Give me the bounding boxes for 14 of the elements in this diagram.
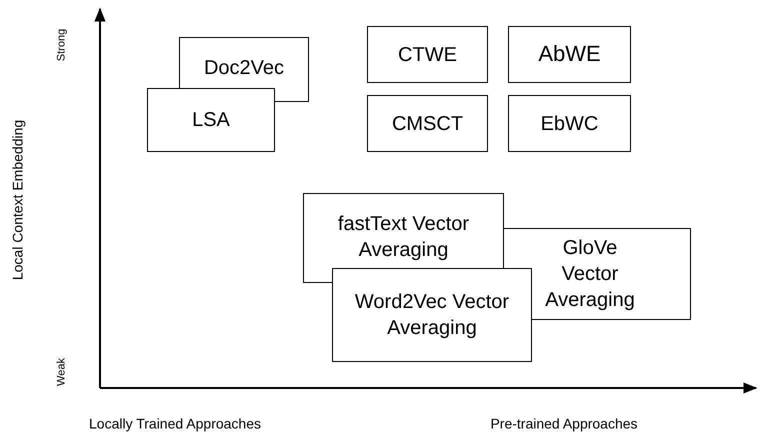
axis-title: Locally Trained Approaches [89, 416, 261, 432]
axis-title: Pre-trained Approaches [490, 416, 638, 432]
method-box: AbWE [508, 26, 631, 83]
axis-end-label: Weak [55, 358, 68, 386]
method-box: CTWE [367, 26, 488, 83]
method-box: GloVe Vector Averaging [532, 228, 691, 320]
axis-title: Local Context Embedding [10, 120, 26, 280]
method-box: Doc2Vec [179, 37, 309, 88]
axis-end-label: Strong [55, 28, 68, 62]
method-box: CMSCT [367, 95, 488, 152]
method-box: LSA [147, 88, 275, 152]
method-box: EbWC [508, 95, 631, 152]
method-box: Word2Vec Vector Averaging [332, 268, 532, 362]
method-box: fastText Vector Averaging [303, 193, 504, 268]
